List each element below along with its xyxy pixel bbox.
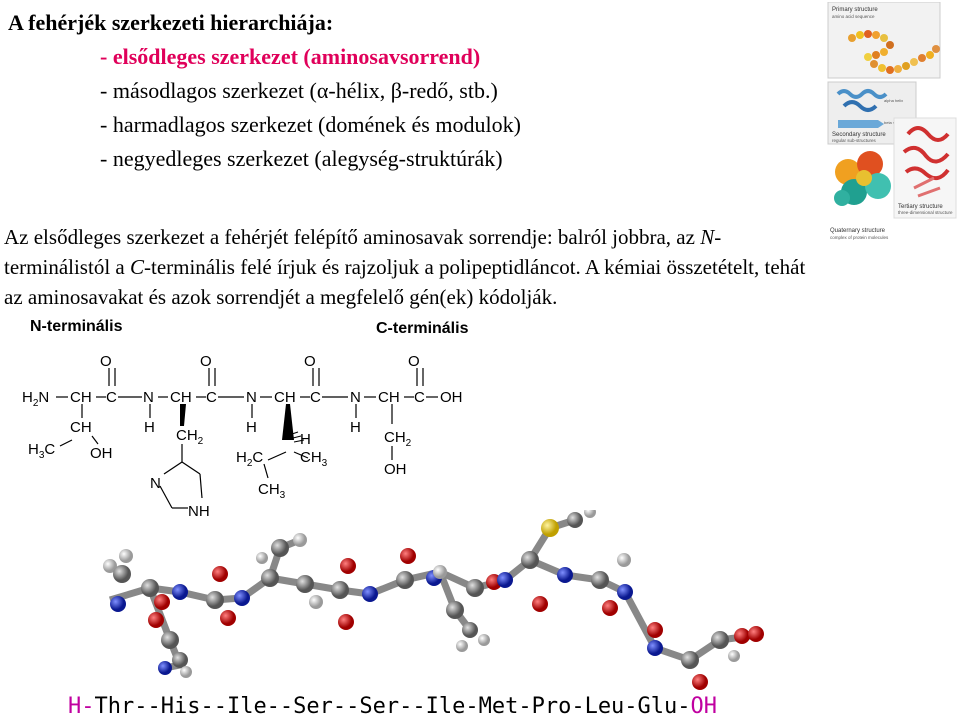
alpha-helix-label: alpha helix [884,98,903,103]
svg-text:O: O [100,353,112,370]
svg-text:H3C: H3C [28,441,55,461]
svg-text:H2N: H2N [22,389,49,409]
sequence-start: H- [68,694,95,719]
sequence-body: Thr--His--Ile--Ser--Ser--Ile-Met-Pro-Leu… [94,694,691,719]
description-paragraph: Az elsődleges szerkezet a fehérjét felép… [4,225,806,309]
svg-text:H: H [144,419,155,436]
svg-text:N: N [246,389,257,406]
peptide-structural-formula: O O O O H2N CH C N CH C N CH C N CH C OH… [22,353,463,520]
level-quaternary: - negyedleges szerkezet (alegység-strukt… [100,146,503,171]
primary-structure-title: Primary structure [832,7,878,13]
svg-text:C: C [206,389,217,406]
slide-title: A fehérjék szerkezeti hierarchiája: [8,10,334,35]
svg-text:CH3: CH3 [300,449,328,469]
quaternary-structure-sub: complex of protein molecules [830,235,889,240]
svg-text:O: O [408,353,420,370]
level-secondary: - másodlagos szerkezet (α-hélix, β-redő,… [100,78,498,103]
svg-text:OH: OH [440,389,463,406]
svg-text:C: C [310,389,321,406]
svg-text:N: N [150,475,161,492]
secondary-structure-title: Secondary structure [832,132,886,138]
svg-text:CH: CH [70,389,92,406]
svg-text:H2C: H2C [236,449,263,469]
n-terminal-label: N-terminális [30,318,123,335]
svg-text:CH: CH [170,389,192,406]
quaternary-structure-title: Quaternary structure [830,228,886,234]
svg-text:CH2: CH2 [384,429,412,449]
level-primary: - elsődleges szerkezet (aminosavsorrend) [100,44,481,69]
svg-text:CH2: CH2 [176,427,204,447]
svg-text:N: N [143,389,154,406]
protein-structure-figure: Primary structure amino acid sequence al… [827,2,957,240]
svg-text:H: H [300,431,311,448]
quaternary-structure-image [834,151,891,206]
amino-acid-sequence: H-Thr--His--Ile--Ser--Ser--Ile-Met-Pro-L… [68,694,717,719]
svg-text:CH: CH [378,389,400,406]
svg-text:OH: OH [90,445,113,462]
tertiary-structure-title: Tertiary structure [898,204,943,210]
svg-text:CH: CH [70,419,92,436]
primary-structure-sub: amino acid sequence [832,14,875,19]
svg-text:CH: CH [274,389,296,406]
secondary-structure-sub: regular sub-structures [832,138,877,143]
sequence-end: OH [690,694,718,719]
svg-text:CH3: CH3 [258,481,286,501]
ball-and-stick-model [103,510,764,690]
amino-acid-chain [848,30,940,74]
svg-text:H: H [246,419,257,436]
tertiary-structure-sub: three-dimensional structure [898,210,953,215]
level-tertiary: - harmadlagos szerkezet (domének és modu… [100,112,521,137]
svg-text:NH: NH [188,503,210,520]
svg-text:O: O [200,353,212,370]
svg-text:C: C [106,389,117,406]
svg-text:OH: OH [384,461,407,478]
svg-text:H: H [350,419,361,436]
svg-text:C: C [414,389,425,406]
svg-text:O: O [304,353,316,370]
c-terminal-label: C-terminális [376,320,469,337]
svg-text:N: N [350,389,361,406]
